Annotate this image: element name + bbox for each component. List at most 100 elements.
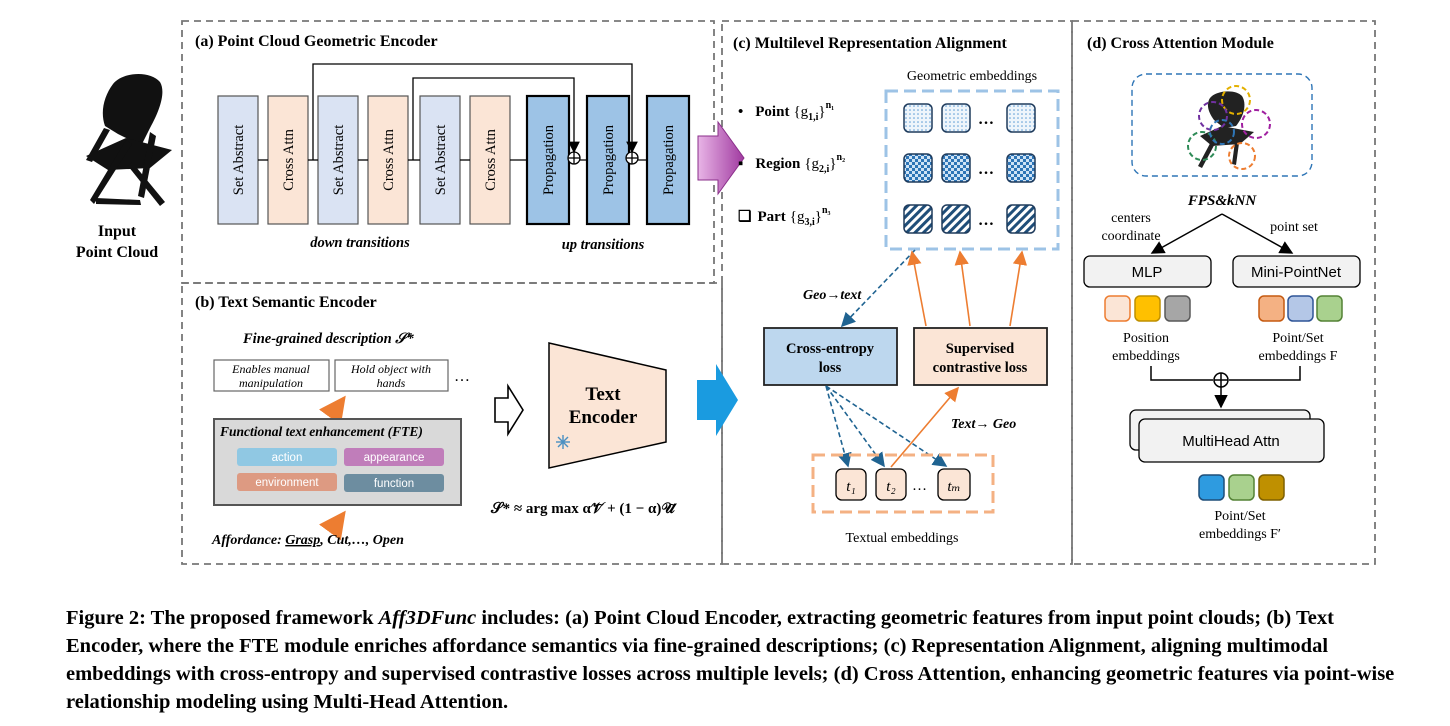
cross-entropy-line2: loss [819, 360, 842, 376]
input-label-line2: Point Cloud [76, 244, 158, 261]
affordance-prefix: Affordance: [211, 533, 285, 548]
token-2: t₂ [886, 479, 895, 495]
region-embedding-2 [941, 153, 971, 183]
centers-label-line2: coordinate [1101, 229, 1160, 244]
output-embedding-squares [1198, 474, 1285, 501]
level-labels: •Point{g1,i}n₁ ▪Region{g2,i}n₂ ❏Part{g3,… [738, 100, 845, 228]
block-label-6: Cross Attn [483, 128, 499, 190]
encoder-connections [258, 63, 647, 165]
embedding-ellipses: ……… [978, 111, 994, 229]
mini-pointnet-label: Mini-PointNet [1251, 264, 1342, 281]
pointset-embedding-squares [1258, 295, 1343, 322]
tag-environment [237, 473, 337, 491]
point-level-label: •Point{g1,i}n₁ [738, 100, 834, 123]
figure-caption: Figure 2: The proposed framework Aff3DFu… [66, 604, 1396, 716]
snowflake-icon [556, 435, 570, 449]
block-label-2: Cross Attn [281, 128, 297, 190]
description-2-line2: hands [377, 376, 406, 390]
block-label-3: Set Abstract [331, 125, 347, 195]
text-to-geo-label: Text→ Geo [951, 417, 1016, 432]
hollow-right-arrow [494, 383, 524, 437]
panel-b-title: (b) Text Semantic Encoder [195, 294, 377, 311]
fps-knn-label: FPS&kNN [1187, 193, 1258, 209]
block-label-8: Propagation [601, 124, 617, 195]
part-embedding-2 [941, 204, 971, 234]
token-1: t₁ [846, 479, 855, 495]
text-encoder-line1: Text [585, 384, 621, 405]
block-label-1: Set Abstract [231, 125, 247, 195]
geometric-embeddings-box [884, 89, 1060, 251]
caption-part-1: Figure 2: The proposed framework [66, 607, 379, 629]
svg-text:…: … [978, 212, 994, 229]
down-transitions-label: down transitions [310, 235, 410, 251]
output-emb-line2: embeddings F′ [1199, 527, 1281, 542]
point-cloud-frame [1131, 73, 1313, 177]
token-box-m [937, 468, 971, 501]
text-encoder-line2: Encoder [569, 407, 638, 428]
output-emb-line1: Point/Set [1214, 509, 1265, 524]
tag-appearance-label: appearance [364, 452, 425, 464]
token-box-2 [875, 468, 907, 501]
cross-entropy-box [763, 327, 898, 386]
split-arrows [1150, 213, 1294, 254]
textual-embeddings-label: Textual embeddings [846, 531, 959, 546]
fte-title: Functional text enhancement (FTE) [219, 424, 423, 439]
block-label-7: Propagation [541, 124, 557, 195]
centers-label-line1: centers [1111, 211, 1151, 226]
token-boxes [835, 468, 971, 501]
part-embedding-3 [1006, 204, 1036, 234]
embedding-squares [903, 103, 1036, 234]
geometric-embeddings-label: Geometric embeddings [907, 69, 1037, 84]
tag-environment-label: environment [255, 477, 319, 489]
part-embedding-1 [903, 204, 933, 234]
chair-point-cloud [86, 73, 172, 206]
tag-action [237, 448, 337, 466]
block-label-9: Propagation [661, 124, 677, 195]
orange-up-arrows [318, 395, 346, 541]
contrastive-line1: Supervised [946, 341, 1015, 357]
textual-embeddings-box [811, 453, 995, 514]
propagation-block-3 [645, 94, 691, 226]
contrastive-box [913, 327, 1048, 386]
block-label-4: Cross Attn [381, 128, 397, 190]
region-embedding-3 [1006, 153, 1036, 183]
tag-action-label: action [272, 452, 303, 464]
point-embedding-1 [903, 103, 933, 133]
encoder-block-labels: Set Abstract Cross Attn Set Abstract Cro… [231, 124, 677, 195]
description-box-2 [334, 359, 449, 392]
chair-with-neighborhoods [1187, 85, 1271, 170]
part-level-label: ❏Part{g3,i}n₃ [738, 205, 831, 228]
point-embedding-3 [1006, 103, 1036, 133]
affordance-grasp: Grasp [285, 533, 320, 548]
purple-arrow [697, 120, 745, 196]
selection-formula: 𝒮* ≈ arg max α𝒱̃ + (1 − α)𝒰̃ [490, 501, 677, 517]
point-embedding-2 [941, 103, 971, 133]
tag-function [344, 474, 444, 492]
affordance-line: Affordance: Grasp, Cut,…, Open [211, 533, 404, 548]
merge-lines [1150, 366, 1301, 409]
mlp-box [1083, 255, 1212, 288]
description-1-line1: Enables manual [231, 362, 310, 376]
input-label-line1: Input [98, 223, 137, 240]
set-abstract-block-2 [317, 95, 359, 225]
pointset-emb-line1: Point/Set [1272, 331, 1323, 346]
affordance-rest: , Cut,…, Open [319, 533, 404, 548]
panel-a-title: (a) Point Cloud Geometric Encoder [195, 33, 438, 50]
alignment-arrows [825, 249, 1028, 468]
block-label-5: Set Abstract [433, 125, 449, 195]
description-box-1 [213, 359, 330, 392]
fine-grained-label: Fine-grained description 𝒮* [242, 331, 414, 347]
point-set-label: point set [1270, 220, 1318, 235]
pointset-emb-line2: embeddings F [1259, 349, 1338, 364]
set-abstract-block-1 [217, 95, 259, 225]
region-embedding-1 [903, 153, 933, 183]
token-m: tₘ [947, 479, 960, 495]
up-transitions-label: up transitions [562, 237, 645, 253]
svg-text:Affordance: Grasp, Cut,…, Open: Affordance: Grasp, Cut,…, Open [211, 533, 404, 548]
cross-entropy-line1: Cross-entropy [786, 341, 875, 357]
position-emb-line1: Position [1123, 331, 1169, 346]
description-ellipsis: … [454, 368, 470, 385]
encoder-blocks [217, 94, 691, 226]
mha-box [1138, 418, 1325, 463]
svg-text:…: … [978, 111, 994, 128]
